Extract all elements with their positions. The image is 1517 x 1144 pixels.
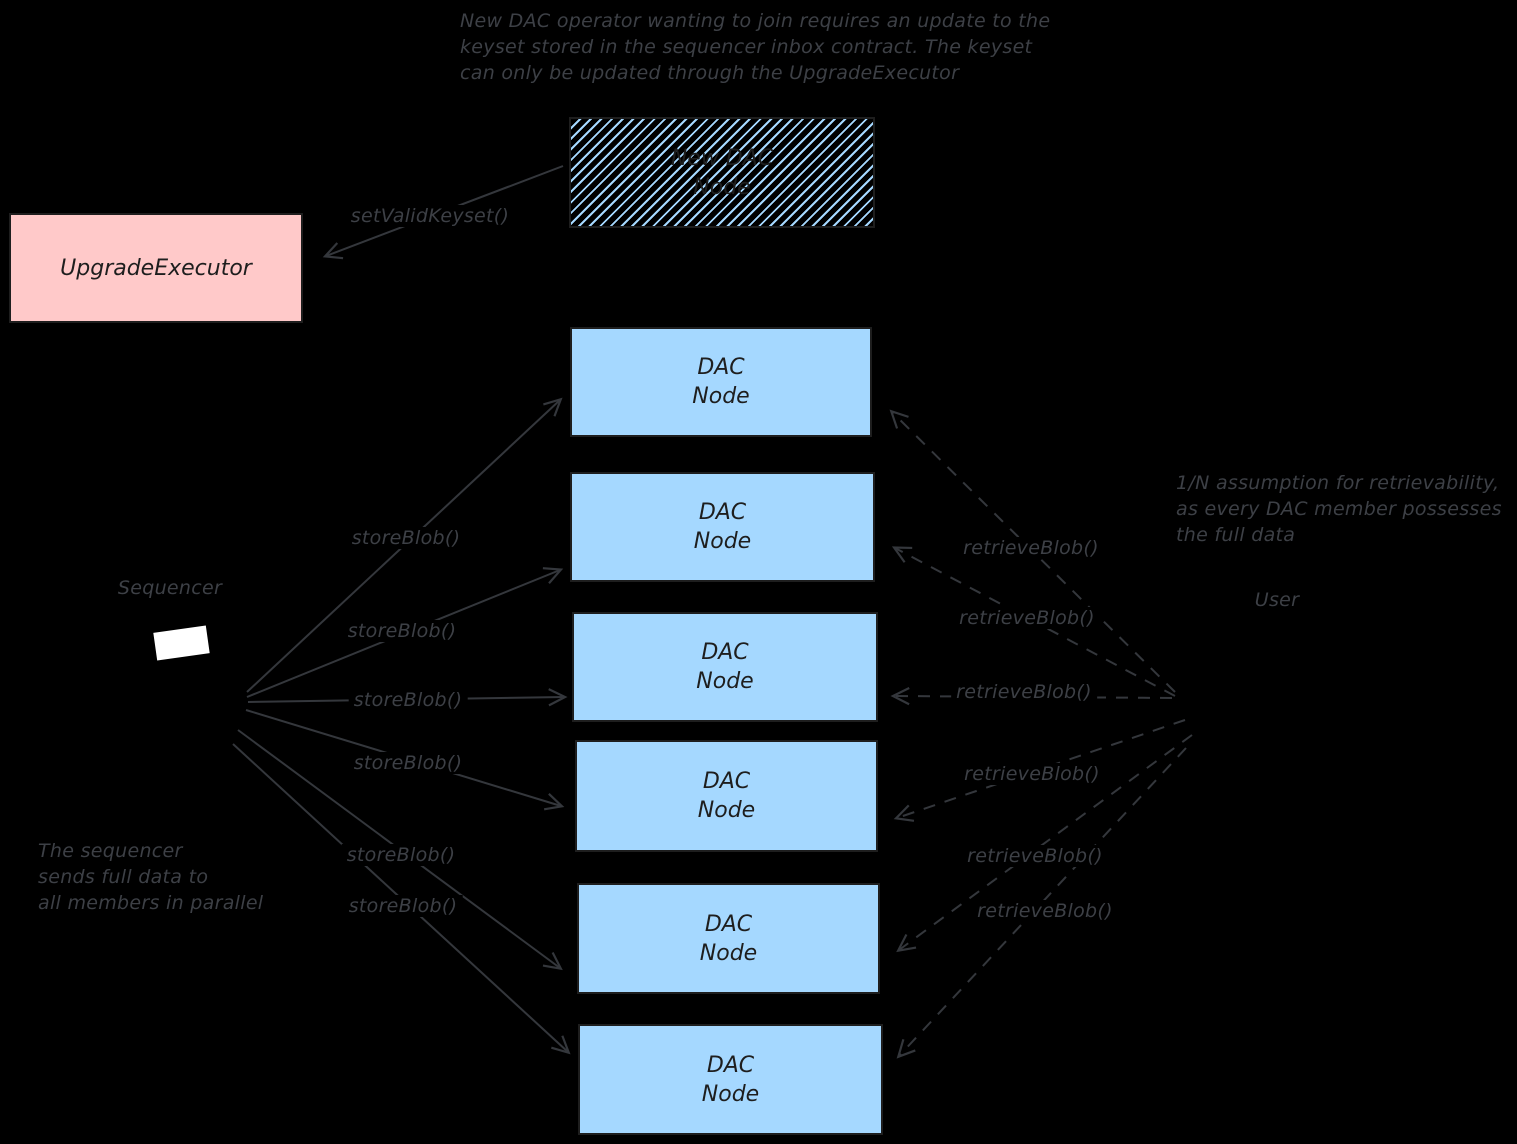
retrieve-blob-label-3: retrieveBlob() [951,681,1097,703]
note-parallel-send: The sequencer sends full data to all mem… [38,840,264,914]
dac-node-box-1: DAC Node [570,327,872,437]
note-retrievability: 1/N assumption for retrievability, as ev… [1176,472,1502,546]
retrieve-blob-label-4: retrieveBlob() [959,763,1105,785]
dac-node-box-2: DAC Node [570,472,875,582]
store-blob-label-6: storeBlob() [343,895,463,917]
retrieve-blob-label-5: retrieveBlob() [962,845,1108,867]
sequencer-label: Sequencer [117,577,223,599]
store-blob-label-4: storeBlob() [348,752,468,774]
new-dac-node-box: New DAC Node [569,117,875,228]
store-blob-label-3: storeBlob() [348,689,468,711]
user-label: User [1254,589,1300,611]
dac-node-box-6: DAC Node [578,1024,883,1135]
retrieve-blob-label-6: retrieveBlob() [972,900,1118,922]
set-valid-keyset-label: setValidKeyset() [345,205,515,227]
dac-node-box-3: DAC Node [572,612,878,722]
upgrade-executor-box: UpgradeExecutor [9,213,303,323]
retrieve-blob-label-1: retrieveBlob() [958,537,1104,559]
store-blob-label-1: storeBlob() [346,527,466,549]
retrieve-blob-label-2: retrieveBlob() [954,607,1100,629]
dac-node-box-4: DAC Node [575,740,878,852]
store-blob-label-2: storeBlob() [342,620,462,642]
store-blob-label-5: storeBlob() [341,844,461,866]
dac-node-box-5: DAC Node [577,883,880,994]
note-keyset-update: New DAC operator wanting to join require… [460,10,1051,84]
sequencer-highlight-chip [153,625,210,661]
